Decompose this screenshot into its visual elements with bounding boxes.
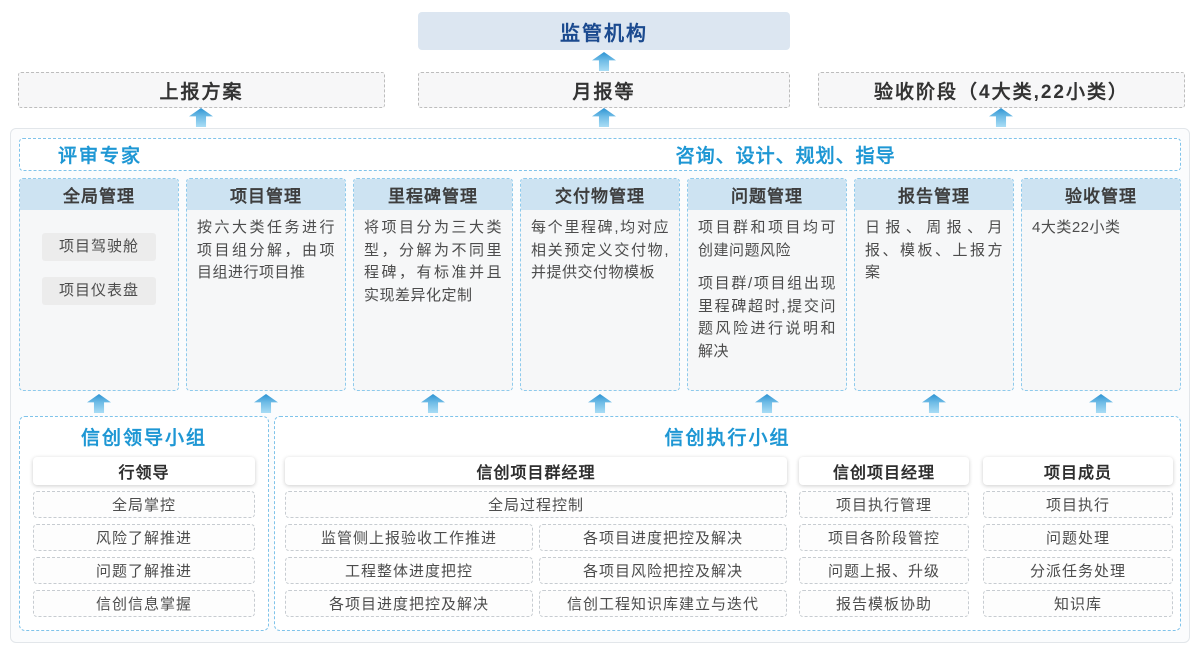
consult-design-label: 咨询、设计、规划、指导 [675, 146, 896, 167]
module-milestone-management: 里程碑管理 将项目分为三大类型，分解为不同里程碑，有标准并且实现差异化定制 [353, 178, 513, 391]
up-arrow-icon [592, 108, 616, 127]
program-manager-item: 信创工程知识库建立与迭代 [539, 590, 787, 617]
project-manager-role: 信创项目经理 [799, 457, 969, 485]
program-manager-item: 各项目风险把控及解决 [539, 557, 787, 584]
module-body: 日报、周报、月报、模板、上报方案 [855, 210, 1013, 285]
program-manager-column: 信创项目群经理 全局过程控制 监管侧上报验收工作推进 各项目进度把控及解决 工程… [285, 457, 787, 617]
up-arrow-icon [421, 394, 445, 413]
up-arrow-icon [1089, 394, 1113, 413]
project-member-item: 项目执行 [983, 491, 1173, 518]
module-paragraph: 4大类22小类 [1032, 219, 1121, 236]
module-project-management: 项目管理 按六大类任务进行项目组分解，由项目组进行项目推 [186, 178, 346, 391]
project-member-column: 项目成员 项目执行 问题处理 分派任务处理 知识库 [983, 457, 1173, 617]
module-body: 4大类22小类 [1022, 210, 1180, 240]
module-acceptance-management: 验收管理 4大类22小类 [1021, 178, 1181, 391]
module-title: 全局管理 [20, 179, 178, 210]
module-body: 每个里程碑,均对应相关预定义交付物,并提供交付物模板 [521, 210, 679, 285]
expert-consult-band: 评审专家 咨询、设计、规划、指导 [19, 138, 1181, 171]
acceptance-stage-box: 验收阶段（4大类,22小类） [818, 72, 1185, 108]
module-report-management: 报告管理 日报、周报、月报、模板、上报方案 [854, 178, 1014, 391]
up-arrow-icon [189, 108, 213, 127]
module-deliverable-management: 交付物管理 每个里程碑,均对应相关预定义交付物,并提供交付物模板 [520, 178, 680, 391]
execution-group-body: 信创项目群经理 全局过程控制 监管侧上报验收工作推进 各项目进度把控及解决 工程… [275, 453, 1180, 617]
program-manager-item: 各项目进度把控及解决 [285, 590, 533, 617]
module-issue-management: 问题管理 项目群和项目均可创建问题风险 项目群/项目组出现里程碑超时,提交问题风… [687, 178, 847, 391]
report-plan-box: 上报方案 [18, 72, 385, 108]
module-title: 问题管理 [688, 179, 846, 210]
project-dashboard-chip: 项目仪表盘 [42, 277, 156, 305]
module-global-management: 全局管理 项目驾驶舱 项目仪表盘 [19, 178, 179, 391]
module-paragraph: 按六大类任务进行项目组分解，由项目组进行项目推 [197, 219, 335, 281]
program-manager-item: 各项目进度把控及解决 [539, 524, 787, 551]
execution-group-title: 信创执行小组 [664, 428, 791, 449]
program-manager-item: 监管侧上报验收工作推进 [285, 524, 533, 551]
module-title: 里程碑管理 [354, 179, 512, 210]
leader-item: 风险了解推进 [33, 524, 255, 551]
project-manager-column: 信创项目经理 项目执行管理 项目各阶段管控 问题上报、升级 报告模板协助 [799, 457, 969, 617]
module-body: 项目驾驶舱 项目仪表盘 [20, 210, 178, 305]
module-row: 全局管理 项目驾驶舱 项目仪表盘 项目管理 按六大类任务进行项目组分解，由项目组… [19, 178, 1181, 391]
leader-item: 信创信息掌握 [33, 590, 255, 617]
module-paragraph: 日报、周报、月报、模板、上报方案 [865, 219, 1003, 281]
module-title: 项目管理 [187, 179, 345, 210]
group-to-module-arrows [19, 394, 1181, 413]
project-member-item: 分派任务处理 [983, 557, 1173, 584]
up-arrow-icon [922, 394, 946, 413]
up-arrow-icon [989, 108, 1013, 127]
program-manager-role: 信创项目群经理 [285, 457, 787, 485]
platform-container: 评审专家 咨询、设计、规划、指导 全局管理 项目驾驶舱 项目仪表盘 项目管理 按… [10, 128, 1190, 643]
module-body: 按六大类任务进行项目组分解，由项目组进行项目推 [187, 210, 345, 285]
review-experts-label: 评审专家 [58, 146, 143, 167]
execution-group: 信创执行小组 信创项目群经理 全局过程控制 监管侧上报验收工作推进 各项目进度把… [274, 416, 1181, 631]
leadership-group: 信创领导小组 行领导 全局掌控 风险了解推进 问题了解推进 信创信息掌握 [19, 416, 269, 631]
up-arrow-icon [588, 394, 612, 413]
project-manager-item: 报告模板协助 [799, 590, 969, 617]
project-member-role: 项目成员 [983, 457, 1173, 485]
module-body: 项目群和项目均可创建问题风险 项目群/项目组出现里程碑超时,提交问题风险进行说明… [688, 210, 846, 363]
bottom-groups: 信创领导小组 行领导 全局掌控 风险了解推进 问题了解推进 信创信息掌握 信创执… [19, 416, 1181, 631]
module-title: 交付物管理 [521, 179, 679, 210]
leadership-group-title: 信创领导小组 [80, 428, 207, 449]
leader-item: 问题了解推进 [33, 557, 255, 584]
project-manager-item: 项目各阶段管控 [799, 524, 969, 551]
up-arrow-icon [755, 394, 779, 413]
leader-item: 全局掌控 [33, 491, 255, 518]
module-paragraph: 将项目分为三大类型，分解为不同里程碑，有标准并且实现差异化定制 [364, 219, 502, 304]
module-body: 将项目分为三大类型，分解为不同里程碑，有标准并且实现差异化定制 [354, 210, 512, 307]
project-manager-item: 问题上报、升级 [799, 557, 969, 584]
program-manager-item: 全局过程控制 [285, 491, 787, 518]
regulator-box: 监管机构 [418, 12, 790, 50]
module-paragraph: 项目群和项目均可创建问题风险 [698, 219, 836, 259]
up-arrow-icon [87, 394, 111, 413]
up-arrow-icon [254, 394, 278, 413]
module-title: 报告管理 [855, 179, 1013, 210]
module-paragraph: 项目群/项目组出现里程碑超时,提交问题风险进行说明和解决 [698, 275, 836, 360]
program-manager-item: 工程整体进度把控 [285, 557, 533, 584]
project-member-item: 知识库 [983, 590, 1173, 617]
up-arrow-icon [592, 52, 616, 71]
monthly-report-box: 月报等 [418, 72, 790, 108]
project-member-item: 问题处理 [983, 524, 1173, 551]
project-cockpit-chip: 项目驾驶舱 [42, 233, 156, 261]
module-title: 验收管理 [1022, 179, 1180, 210]
bank-leader-role: 行领导 [33, 457, 255, 485]
project-manager-item: 项目执行管理 [799, 491, 969, 518]
program-manager-grid: 监管侧上报验收工作推进 各项目进度把控及解决 工程整体进度把控 各项目风险把控及… [285, 524, 787, 617]
module-paragraph: 每个里程碑,均对应相关预定义交付物,并提供交付物模板 [531, 219, 669, 281]
